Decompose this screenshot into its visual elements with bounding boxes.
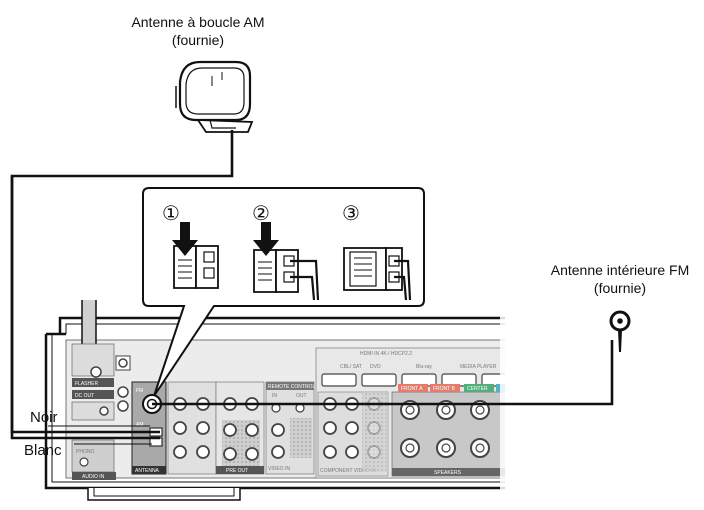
remote-control-block: REMOTE CONTROL IN OUT VIDEO IN: [265, 381, 315, 475]
am-loop-antenna-illustration: [10, 60, 254, 440]
step-3-marker: ③: [342, 201, 360, 225]
step-1-terminal: [172, 222, 219, 289]
fm-antenna-title: Antenne intérieure FM: [550, 262, 690, 278]
step-2-terminal: [253, 222, 320, 301]
am-antenna-title: Antenne à boucle AM: [131, 14, 265, 30]
component-video-in-label: COMPONENT VIDEO IN: [320, 468, 376, 474]
fm-label: FM: [136, 388, 143, 394]
ir-in-label: IN: [272, 393, 277, 399]
antenna-terminal-block: FM AM ANTENNA: [131, 381, 167, 475]
phono-label: PHONO: [76, 449, 94, 455]
receiver-rear-panel: FLASHER DC OUT PHONO AUDIO IN FM AM ANTE…: [44, 300, 505, 501]
fm-antenna-caption: Antenne intérieure FM (fournie): [520, 261, 704, 297]
step-2-marker: ②: [252, 201, 270, 225]
speakers-label: SPEAKERS: [434, 470, 462, 476]
hdmi-block: HDMI IN 4K / HDCP2.2 CBL/ SAT DVD Blu-ra…: [315, 347, 505, 479]
dvd-label: DVD: [370, 364, 381, 370]
center-label: CENTER: [467, 386, 488, 392]
front-a-label: FRONT A: [401, 386, 423, 392]
remote-control-label: REMOTE CONTROL: [268, 384, 315, 390]
am-label: AM: [136, 422, 144, 428]
wire-white-label: Blanc: [24, 442, 62, 459]
front-b-label: FRONT B: [433, 386, 456, 392]
fm-antenna-note: (fournie): [593, 280, 647, 296]
audio-in-label: AUDIO IN: [82, 474, 105, 480]
video-in-label: VIDEO IN: [268, 466, 290, 472]
hdmi-in-label: HDMI IN 4K / HDCP2.2: [360, 351, 412, 357]
bluray-label: Blu-ray: [416, 364, 432, 370]
am-antenna-note: (fournie): [171, 32, 225, 48]
step-3-terminal: [343, 247, 412, 301]
small-jacks: [115, 355, 131, 412]
antenna-label: ANTENNA: [135, 468, 160, 474]
dc-out-label: DC OUT: [75, 393, 94, 399]
ir-out-label: OUT: [296, 393, 307, 399]
media-player-label: MEDIA PLAYER: [460, 364, 497, 370]
cbl-sat-label: CBL/ SAT: [340, 364, 362, 370]
wire-black-label: Noir: [30, 409, 58, 426]
flasher-label: FLASHER: [75, 381, 98, 387]
connection-steps-callout: ① ② ③: [142, 187, 425, 397]
fm-indoor-antenna-illustration: [152, 310, 631, 406]
pre-out-label: PRE OUT: [226, 468, 248, 474]
am-antenna-caption: Antenne à boucle AM (fournie): [108, 13, 288, 49]
step-1-marker: ①: [162, 201, 180, 225]
audio-jacks: PRE OUT: [167, 381, 265, 475]
